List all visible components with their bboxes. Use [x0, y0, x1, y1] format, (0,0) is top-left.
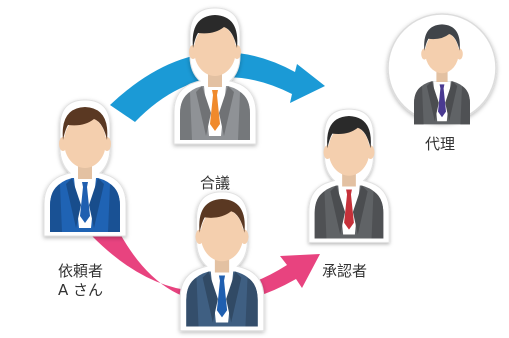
approval-flow-arrow	[92, 230, 320, 304]
approver-figure	[308, 108, 390, 243]
bottom-person-figure	[179, 191, 265, 332]
proxy-label: 代理	[425, 135, 456, 153]
requester-figure	[43, 99, 127, 237]
consultation-label: 合議	[200, 174, 231, 192]
requester-label-line1: 依頼者	[58, 262, 104, 280]
requester-label-line2: A さん	[58, 281, 104, 299]
consultation-flow-arrow	[110, 52, 325, 122]
proxy-figure	[414, 24, 470, 125]
approver-label: 承認者	[322, 262, 368, 280]
consultant-figure	[173, 7, 257, 145]
